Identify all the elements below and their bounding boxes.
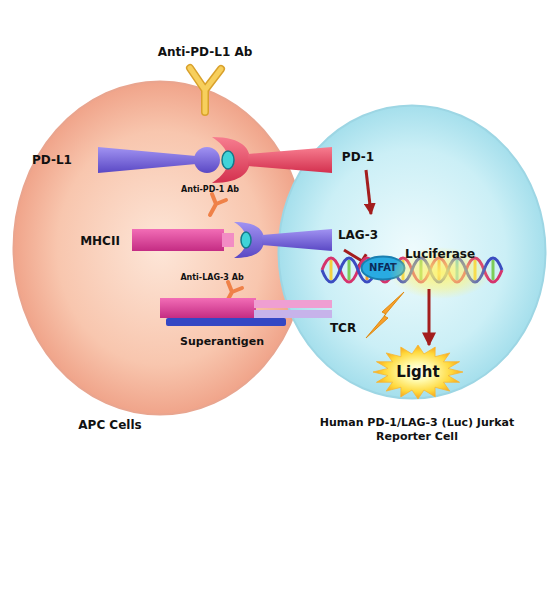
mhcii-molecule bbox=[132, 229, 224, 251]
apc-cell-outline bbox=[14, 82, 307, 415]
cell-caption: Human PD-1/LAG-3 (Luc) Jurkat Reporter C… bbox=[297, 416, 537, 444]
node-label: Luciferase bbox=[405, 247, 475, 262]
part-label: LAG-3 bbox=[338, 228, 378, 242]
mhcii-molecule bbox=[160, 298, 256, 318]
binding-site bbox=[241, 232, 251, 248]
part-label: PD-1 bbox=[342, 150, 374, 164]
signal-arrow bbox=[428, 289, 431, 345]
pd-l1-head bbox=[194, 147, 220, 173]
node-label: Light bbox=[396, 363, 439, 382]
dna-rung bbox=[492, 260, 495, 280]
part-label: MHCII bbox=[80, 234, 120, 248]
luciferase-gene-glow bbox=[389, 247, 491, 299]
mhcii-tip bbox=[222, 233, 234, 247]
part-label: PD-L1 bbox=[32, 153, 72, 167]
luciferase-gene: Luciferase bbox=[395, 245, 485, 289]
dna-rung bbox=[330, 260, 333, 280]
binding-site bbox=[222, 151, 234, 169]
light-burst: Light bbox=[373, 345, 463, 399]
tcr-chain bbox=[254, 300, 332, 308]
part-label: Anti-PD-L1 Ab bbox=[158, 45, 253, 59]
part-label: TCR bbox=[330, 321, 356, 335]
light-burst-rays bbox=[373, 345, 463, 399]
dna-rung bbox=[348, 260, 351, 280]
cell-caption: APC Cells bbox=[50, 418, 170, 433]
reporter-cell-outline bbox=[279, 106, 546, 399]
part-label: Anti-PD-1 Ab bbox=[181, 185, 239, 194]
part-label: Anti-LAG-3 Ab bbox=[180, 273, 243, 282]
tcr-chain bbox=[254, 310, 332, 318]
superantigen-bar bbox=[166, 318, 286, 326]
part-label: Superantigen bbox=[180, 335, 264, 348]
